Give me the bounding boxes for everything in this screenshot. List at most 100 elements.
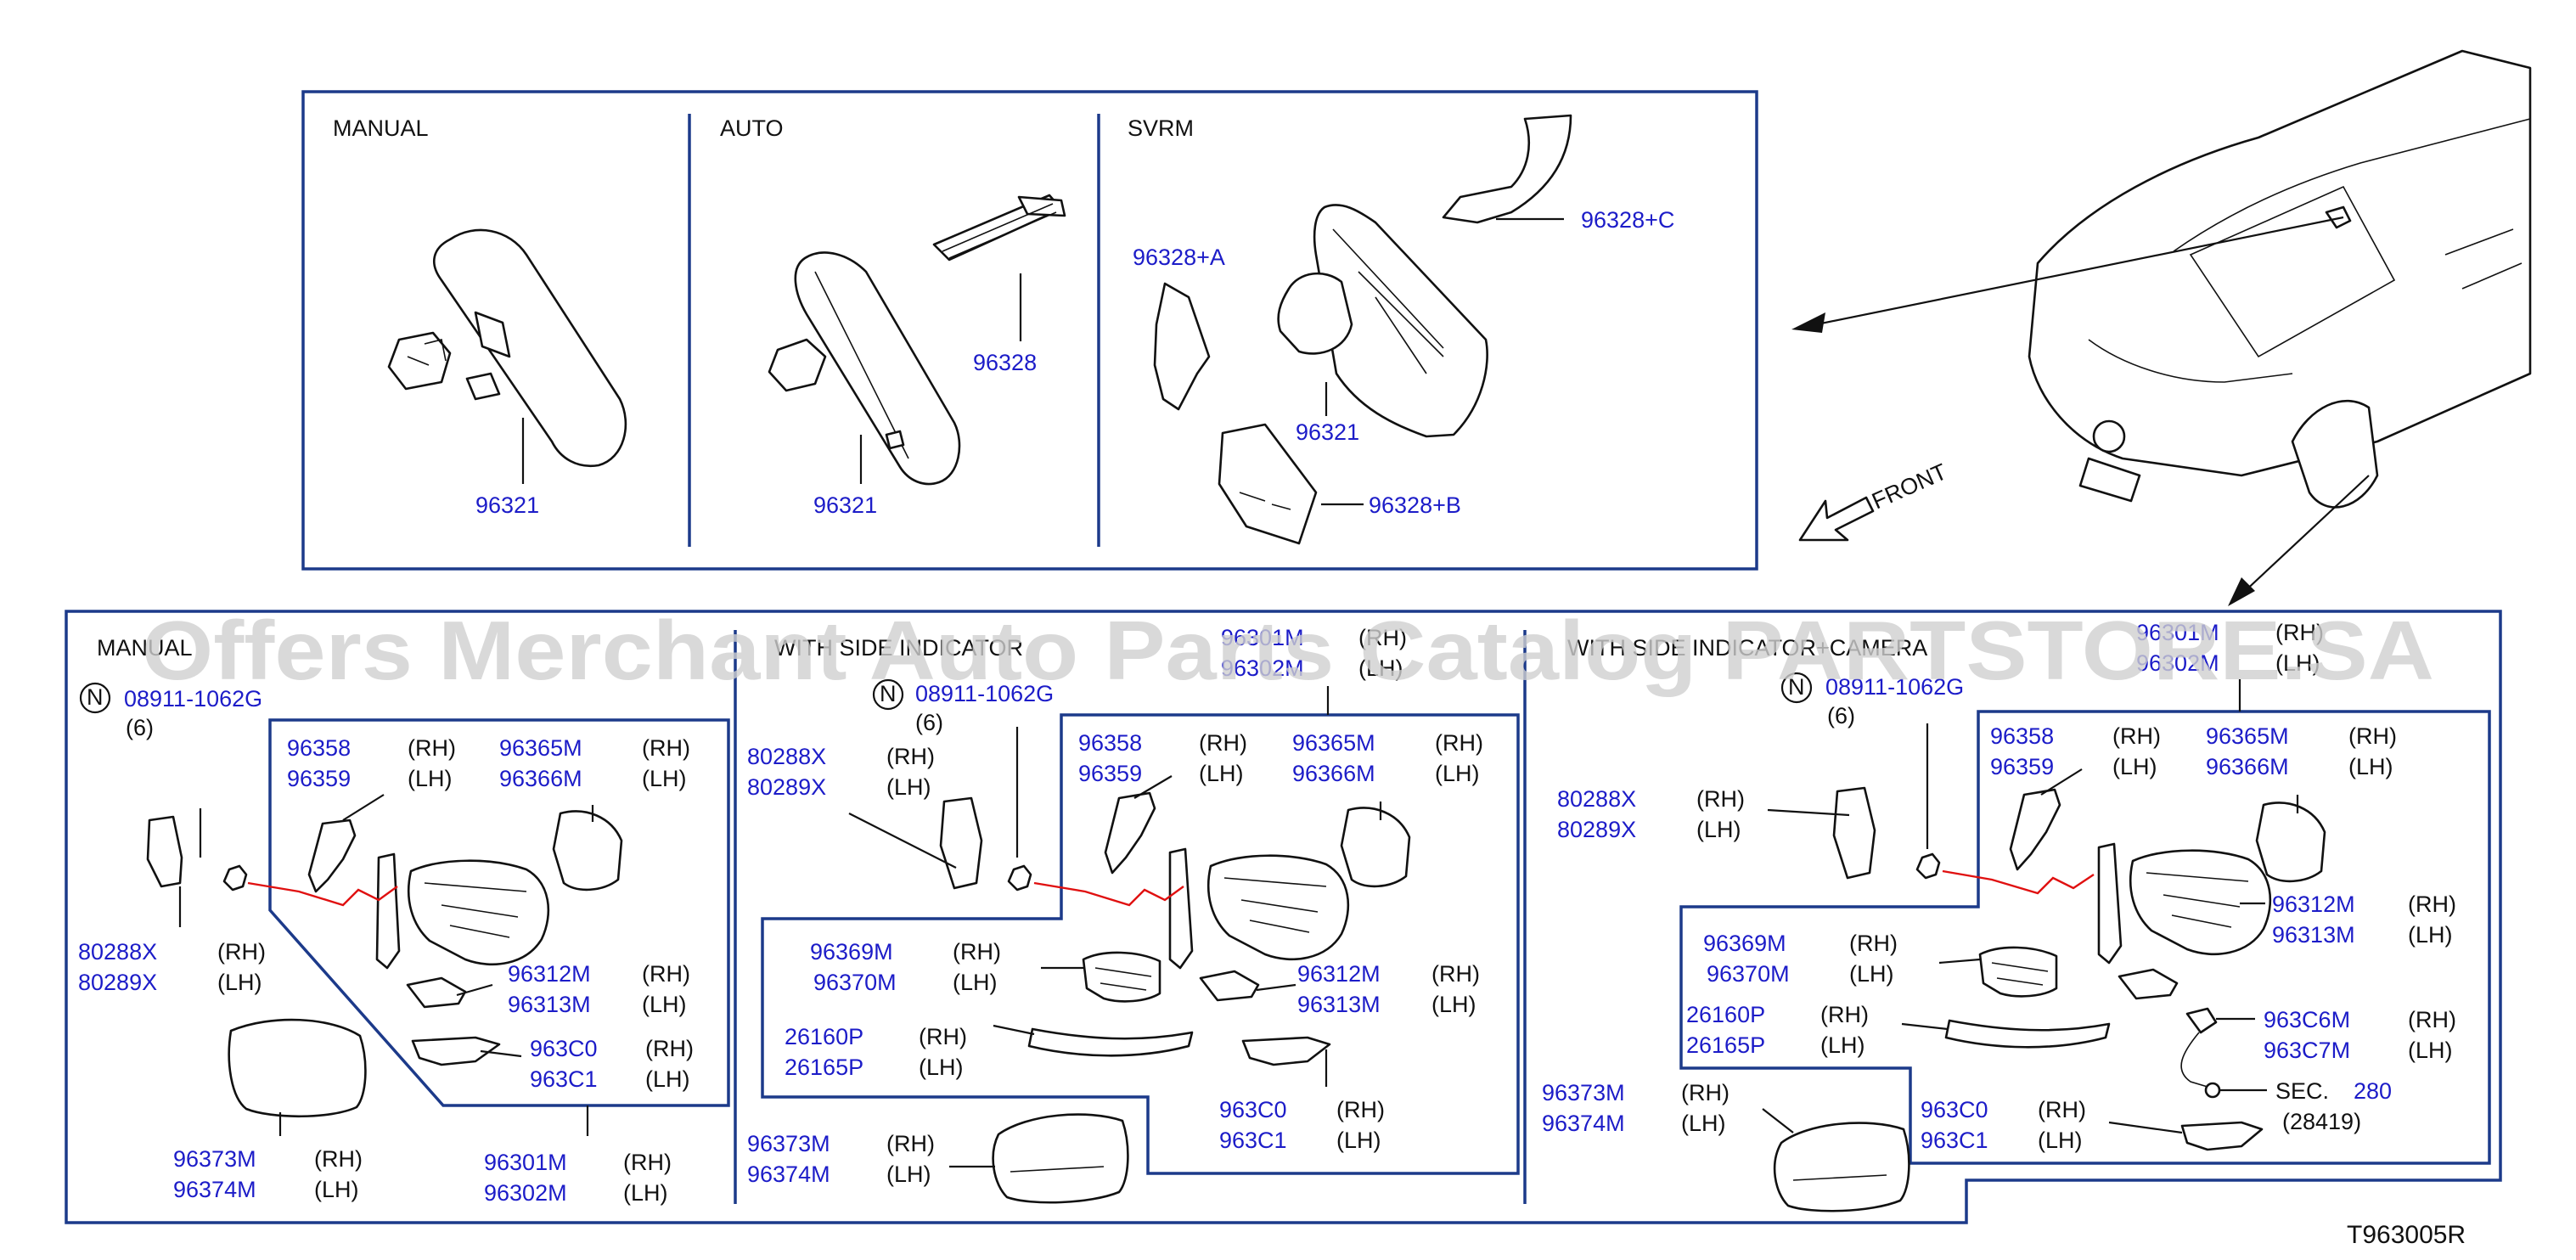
label-c-sec-sub: (28419)	[2282, 1109, 2361, 1134]
label-c-motor-rh-side: (RH)	[2408, 892, 2456, 917]
camera-assy-frame	[1679, 710, 2491, 1165]
label-s-motor-rh: 96312M	[1297, 961, 1381, 987]
label-c-motor-rh: 96312M	[2272, 892, 2355, 917]
label-c-cover-lh-side: (LH)	[1681, 1111, 1726, 1136]
nut-symbol-side: N	[880, 681, 897, 706]
vehicle-arrow-line-top	[1808, 216, 2344, 328]
label-c-finisher-rh: 80288X	[1557, 786, 1636, 812]
label-m-glass-rh: 96358	[287, 735, 351, 761]
label-m-finisher-rh-side: (RH)	[217, 939, 266, 965]
label-s-glass-lh-side: (LH)	[1199, 761, 1244, 786]
label-s-housing-lh: 96370M	[813, 970, 897, 995]
label-s-cover-lh-side: (LH)	[886, 1162, 931, 1187]
label-m-finisher-lh: 80289X	[78, 970, 157, 995]
label-c-glass-lh-side: (LH)	[2112, 754, 2157, 779]
label-m-assy-lh: 96302M	[484, 1180, 567, 1206]
label-c-lamp-lh: 963C1	[1921, 1128, 1988, 1153]
watermark: Offers Merchant Auto Parts Catalog PARTS…	[142, 604, 2434, 697]
label-c-mirror-lh-side: (LH)	[2348, 754, 2393, 779]
label-s-cover-rh: 96373M	[747, 1131, 830, 1156]
label-rm-auto-cover: 96328	[973, 350, 1037, 375]
label-c-sec-prefix: SEC.	[2275, 1078, 2329, 1104]
side-assy-frame	[761, 713, 1520, 1175]
top-frame	[301, 90, 1758, 571]
label-c-finisher-rh-side: (RH)	[1696, 786, 1745, 812]
section-top-svrm: SVRM	[1128, 115, 1194, 141]
label-c-cover-rh: 96373M	[1542, 1080, 1625, 1105]
label-s-assy-rh: 96301M	[1221, 625, 1304, 650]
section-top-auto: AUTO	[720, 115, 784, 141]
label-c-cover-lh: 96374M	[1542, 1111, 1625, 1136]
label-c-lamp-lh-side: (LH)	[2038, 1128, 2083, 1153]
vehicle-illustration	[2028, 49, 2532, 509]
label-c-assy-rh: 96301M	[2136, 620, 2219, 645]
label-c-mirror-rh: 96365M	[2206, 723, 2289, 749]
label-c-camera-lh: 963C7M	[2264, 1038, 2350, 1063]
label-m-nut-qty: (6)	[126, 715, 154, 740]
front-arrow-icon	[1798, 496, 1875, 542]
label-m-assy-lh-side: (LH)	[623, 1180, 668, 1206]
label-c-motor-lh-side: (LH)	[2408, 922, 2453, 948]
section-bottom-side-indicator-camera: WITH SIDE INDICATOR+CAMERA	[1567, 635, 1927, 661]
label-m-mirror-lh-side: (LH)	[642, 766, 687, 791]
rearview-mirror-svrm	[1153, 114, 1572, 545]
label-svrm-a: 96328+A	[1133, 245, 1225, 270]
label-s-nut: 08911-1062G	[915, 681, 1054, 706]
label-c-lamp-rh: 963C0	[1921, 1097, 1988, 1122]
label-c-cover-rh-side: (RH)	[1681, 1080, 1730, 1105]
label-c-camera-rh: 963C6M	[2264, 1007, 2350, 1032]
section-bottom-manual: MANUAL	[97, 635, 193, 661]
label-s-cover-rh-side: (RH)	[886, 1131, 935, 1156]
vehicle-arrow-head-top	[1791, 312, 1825, 333]
label-c-turn-rh-side: (RH)	[1820, 1002, 1869, 1027]
label-m-assy-rh: 96301M	[484, 1150, 567, 1175]
manual-mirror-parts	[146, 810, 623, 1118]
label-s-assy-lh-side: (LH)	[1358, 655, 1403, 681]
section-top-manual: MANUAL	[333, 115, 429, 141]
label-m-glass-lh-side: (LH)	[408, 766, 453, 791]
label-s-mirror-lh: 96366M	[1292, 761, 1375, 786]
label-m-motor-rh-side: (RH)	[642, 961, 690, 987]
label-svrm-b: 96328+B	[1369, 492, 1461, 518]
label-m-mirror-rh: 96365M	[499, 735, 582, 761]
label-c-finisher-lh-side: (LH)	[1696, 817, 1741, 842]
label-c-turn-lh: 26165P	[1686, 1032, 1765, 1058]
label-m-finisher-rh: 80288X	[78, 939, 157, 965]
label-rm-manual: 96321	[475, 492, 539, 518]
label-c-nut: 08911-1062G	[1825, 674, 1964, 700]
label-s-nut-qty: (6)	[915, 710, 943, 735]
label-m-finisher-lh-side: (LH)	[217, 970, 262, 995]
label-c-housing-lh: 96370M	[1707, 961, 1790, 987]
label-m-motor-rh: 96312M	[508, 961, 591, 987]
label-c-camera-lh-side: (LH)	[2408, 1038, 2453, 1063]
label-c-lamp-rh-side: (RH)	[2038, 1097, 2086, 1122]
bottom-frame	[65, 610, 2502, 1224]
label-c-nut-qty: (6)	[1827, 703, 1855, 728]
label-s-finisher-lh-side: (LH)	[886, 774, 931, 800]
vehicle-arrow-head-bottom	[2228, 577, 2255, 606]
rearview-mirror-auto	[768, 194, 1066, 486]
nut-symbol-camera: N	[1788, 674, 1805, 700]
label-c-assy-lh: 96302M	[2136, 650, 2219, 676]
label-c-turn-lh-side: (LH)	[1820, 1032, 1865, 1058]
label-s-mirror-rh-side: (RH)	[1435, 730, 1483, 756]
label-m-nut: 08911-1062G	[124, 686, 262, 712]
label-c-mirror-rh-side: (RH)	[2348, 723, 2397, 749]
label-c-glass-rh-side: (RH)	[2112, 723, 2161, 749]
label-c-housing-lh-side: (LH)	[1849, 961, 1894, 987]
label-m-glass-rh-side: (RH)	[408, 735, 456, 761]
label-m-lamp-lh-side: (LH)	[645, 1066, 690, 1092]
label-s-housing-rh: 96369M	[810, 939, 893, 965]
label-s-housing-lh-side: (LH)	[953, 970, 998, 995]
label-c-assy-rh-side: (RH)	[2275, 620, 2324, 645]
label-c-motor-lh: 96313M	[2272, 922, 2355, 948]
diagram-code: T963005R	[2347, 1221, 2466, 1249]
label-s-finisher-rh-side: (RH)	[886, 744, 935, 769]
label-s-motor-rh-side: (RH)	[1431, 961, 1480, 987]
label-svrm-body: 96321	[1296, 419, 1359, 445]
label-m-mirror-rh-side: (RH)	[642, 735, 690, 761]
label-s-mirror-lh-side: (LH)	[1435, 761, 1480, 786]
label-s-turn-rh-side: (RH)	[919, 1024, 967, 1049]
label-m-lamp-rh-side: (RH)	[645, 1036, 694, 1061]
